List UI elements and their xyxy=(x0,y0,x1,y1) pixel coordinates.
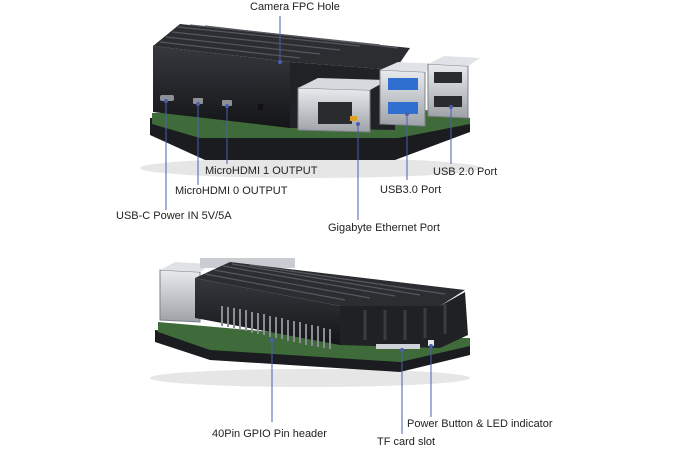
label-usb2: USB 2.0 Port xyxy=(433,166,498,178)
pcb-board-2 xyxy=(158,322,470,362)
bottom-leader-lines xyxy=(270,338,433,434)
label-gpio: 40Pin GPIO Pin header xyxy=(212,428,327,440)
case-body xyxy=(153,46,290,128)
usb2-port-stack xyxy=(427,56,480,119)
label-camera-fpc: Camera FPC Hole xyxy=(250,1,340,13)
label-usbc-power: USB-C Power IN 5V/5A xyxy=(116,210,232,222)
label-usb3: USB3.0 Port xyxy=(380,184,442,196)
label-ethernet: Gigabyte Ethernet Port xyxy=(328,222,440,234)
bottom-device xyxy=(150,258,470,387)
case-body-2 xyxy=(195,278,340,345)
label-power-button: Power Button & LED indicator xyxy=(407,418,553,430)
usb3-port-stack xyxy=(379,62,440,127)
label-microhdmi0: MicroHDMI 0 OUTPUT xyxy=(175,185,288,197)
power-button xyxy=(428,340,434,346)
gpio-pins xyxy=(221,306,331,349)
label-microhdmi1: MicroHDMI 1 OUTPUT xyxy=(205,165,318,177)
usb-c-port xyxy=(160,95,174,101)
label-tf-card: TF card slot xyxy=(377,436,436,448)
top-device xyxy=(140,24,480,178)
ethernet-port xyxy=(297,78,388,133)
top-leader-lines xyxy=(164,16,453,220)
heatsink-fins xyxy=(153,24,410,70)
microhdmi1-port xyxy=(222,100,232,106)
tf-card-slot xyxy=(376,344,420,349)
microhdmi0-port xyxy=(193,98,203,104)
